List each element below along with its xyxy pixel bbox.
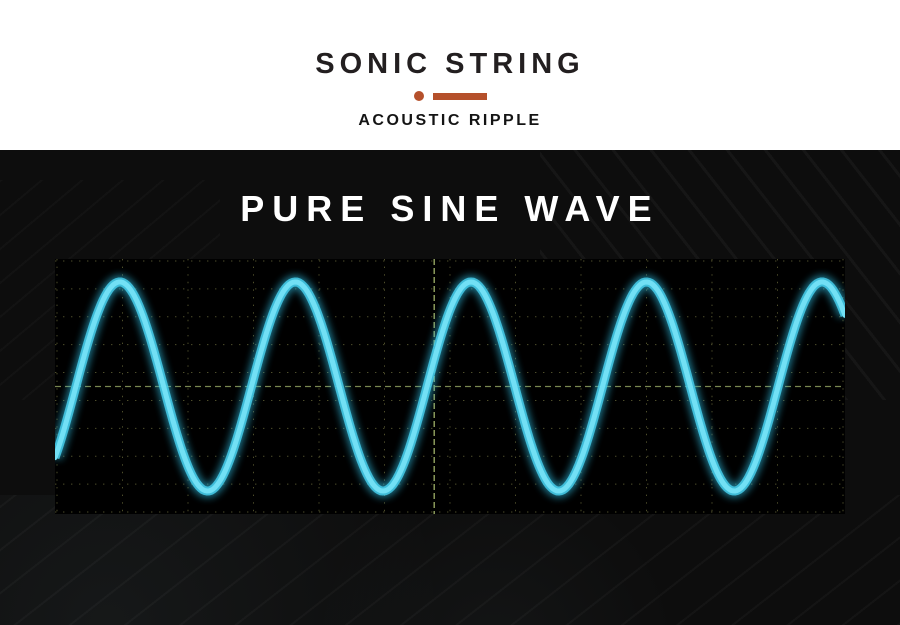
accent-divider xyxy=(0,91,900,102)
hero-heading: PURE SINE WAVE xyxy=(240,188,660,229)
oscilloscope-svg xyxy=(55,259,845,515)
accent-bar xyxy=(432,92,487,100)
brand-title: SONIC STRING xyxy=(315,48,585,80)
scope-grid xyxy=(55,259,845,515)
oscilloscope-display xyxy=(55,259,845,515)
circuit-texture-bottom xyxy=(0,495,900,625)
sine-wave-trace xyxy=(55,279,845,494)
brand-subtitle: ACOUSTIC RIPPLE xyxy=(358,112,542,130)
hero-section: PURE SINE WAVE xyxy=(0,150,900,625)
brand-header: SONIC STRING ACOUSTIC RIPPLE xyxy=(0,0,900,150)
accent-dot xyxy=(413,91,424,102)
